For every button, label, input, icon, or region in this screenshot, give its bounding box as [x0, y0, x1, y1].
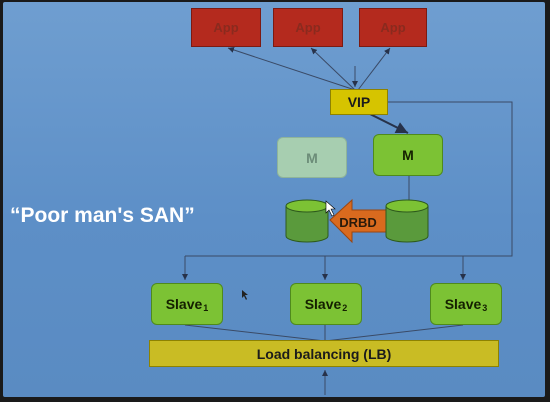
slide-background [3, 2, 545, 397]
vip-bus-line [185, 101, 513, 257]
vip-to-master-arrow [369, 113, 409, 134]
master-label: M [306, 149, 318, 166]
disk-left-icon [285, 199, 329, 243]
cursor-shadow-icon [242, 290, 248, 300]
app-box-1: App [191, 8, 261, 47]
vip-box: VIP [330, 89, 388, 115]
app-label: App [295, 20, 321, 35]
app-label: App [380, 20, 406, 35]
poor-mans-san-caption: “Poor man's SAN” [10, 204, 195, 227]
slave-label: Slave [444, 296, 482, 312]
slave-label: Slave [165, 296, 203, 312]
drbd-label: DRBD [339, 214, 377, 230]
app-label: App [213, 20, 239, 35]
master-inactive-box: M [277, 137, 347, 178]
load-balancer-label: Load balancing (LB) [256, 345, 392, 362]
app-box-2: App [273, 8, 343, 47]
slave-index: 3 [482, 303, 488, 313]
slave-index: 2 [342, 303, 348, 313]
vip-label: VIP [347, 94, 371, 110]
disk-right-icon [385, 199, 429, 243]
master-active-box: M [373, 134, 443, 176]
vip-to-app-2-line [310, 47, 356, 91]
load-balancer-box: Load balancing (LB) [149, 340, 499, 367]
cursor-icon [325, 200, 336, 217]
app-box-3: App [359, 8, 427, 47]
slave-index: 1 [203, 303, 209, 313]
slave-3-to-lb-line [324, 324, 464, 342]
vip-to-app-1-line [227, 47, 356, 91]
master-label: M [402, 147, 414, 163]
vip-to-app-3-line [357, 47, 391, 91]
slave-label: Slave [304, 296, 342, 312]
slave-1-to-lb-line [184, 324, 326, 342]
